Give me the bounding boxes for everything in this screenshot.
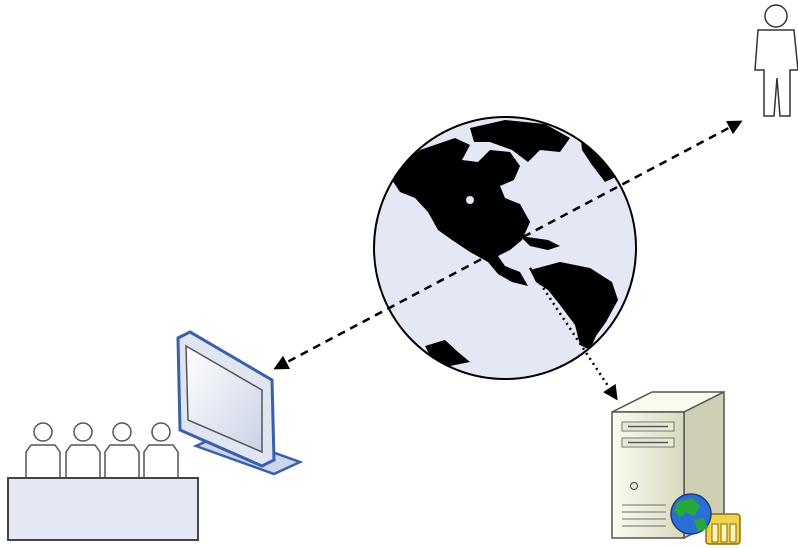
monitor-icon xyxy=(176,330,304,476)
earth-icon xyxy=(670,493,712,535)
person-icon xyxy=(754,4,798,117)
web-server-icon xyxy=(611,390,741,545)
dashed-connection-arrow xyxy=(273,120,743,370)
audience-table xyxy=(7,477,199,541)
audience-icon xyxy=(7,422,199,541)
dotted-connection-arrow xyxy=(528,267,618,401)
folder-icon xyxy=(705,513,741,545)
server-power-led xyxy=(630,482,638,490)
